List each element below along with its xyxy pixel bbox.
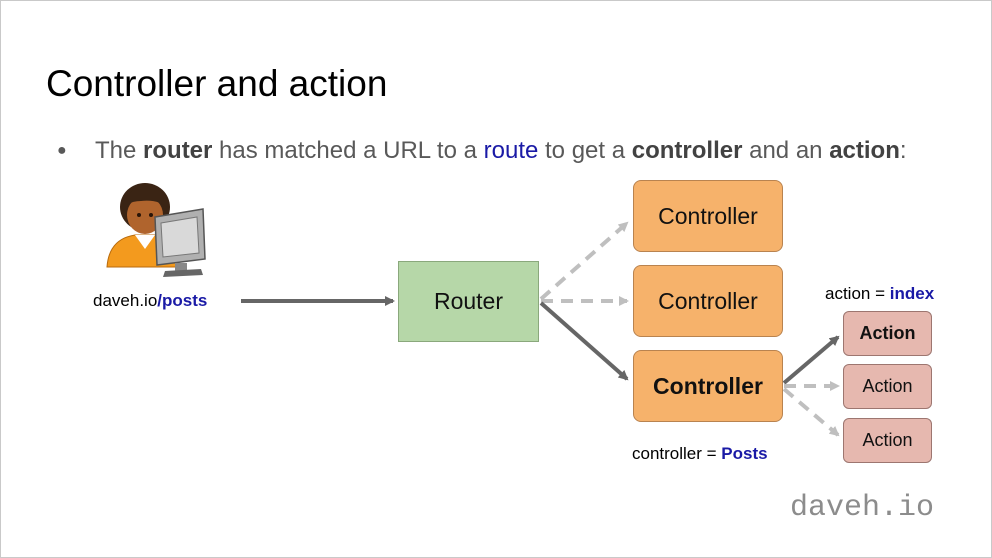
arrow-router-to-controller-3: [539, 301, 629, 381]
url-host: daveh.io: [93, 291, 158, 310]
action-box-selected: Action: [843, 311, 932, 356]
action-box-2: Action: [843, 364, 932, 409]
arrow-controller-to-action-3: [782, 387, 840, 437]
arrow-controller-to-action-1: [782, 335, 840, 385]
controller-box-2: Controller: [633, 265, 783, 337]
bullet-dot-icon: ●: [57, 142, 67, 159]
controller-label-3: Controller: [653, 372, 763, 399]
action-caption-value: index: [889, 284, 935, 303]
controller-word: controller: [631, 137, 743, 164]
bullet-point: ● The router has matched a URL to a route…: [57, 137, 907, 165]
action-caption: action = index: [825, 284, 934, 304]
controller-label-2: Controller: [658, 287, 758, 314]
controller-caption-value: Posts: [721, 444, 768, 463]
watermark: daveh.io: [790, 491, 935, 525]
bullet-text-3: to get a: [538, 137, 632, 164]
action-label-3: Action: [862, 430, 913, 450]
action-label-2: Action: [862, 376, 913, 396]
controller-box-1: Controller: [633, 180, 783, 252]
action-label-1: Action: [859, 323, 916, 343]
bullet-text-1: The: [95, 137, 144, 164]
user-computer-icon: [106, 183, 206, 277]
url-label: daveh.io/posts: [93, 291, 207, 311]
bullet-text-2: has matched a URL to a: [212, 137, 484, 164]
url-path: /posts: [157, 291, 208, 310]
action-caption-prefix: action =: [825, 284, 890, 303]
action-box-3: Action: [843, 418, 932, 463]
router-word: router: [143, 137, 213, 164]
slide-title: Controller and action: [46, 63, 388, 104]
arrow-router-to-controller-1: [539, 221, 629, 301]
bullet-text-4: and an: [742, 137, 830, 164]
controller-caption-prefix: controller =: [632, 444, 722, 463]
controller-label-1: Controller: [658, 202, 758, 229]
controller-box-selected: Controller: [633, 350, 783, 422]
route-link[interactable]: route: [483, 137, 539, 164]
bullet-text-5: :: [899, 137, 907, 164]
router-box: Router: [398, 261, 539, 342]
action-word: action: [829, 137, 900, 164]
router-label: Router: [433, 288, 504, 314]
controller-caption: controller = Posts: [632, 444, 768, 464]
